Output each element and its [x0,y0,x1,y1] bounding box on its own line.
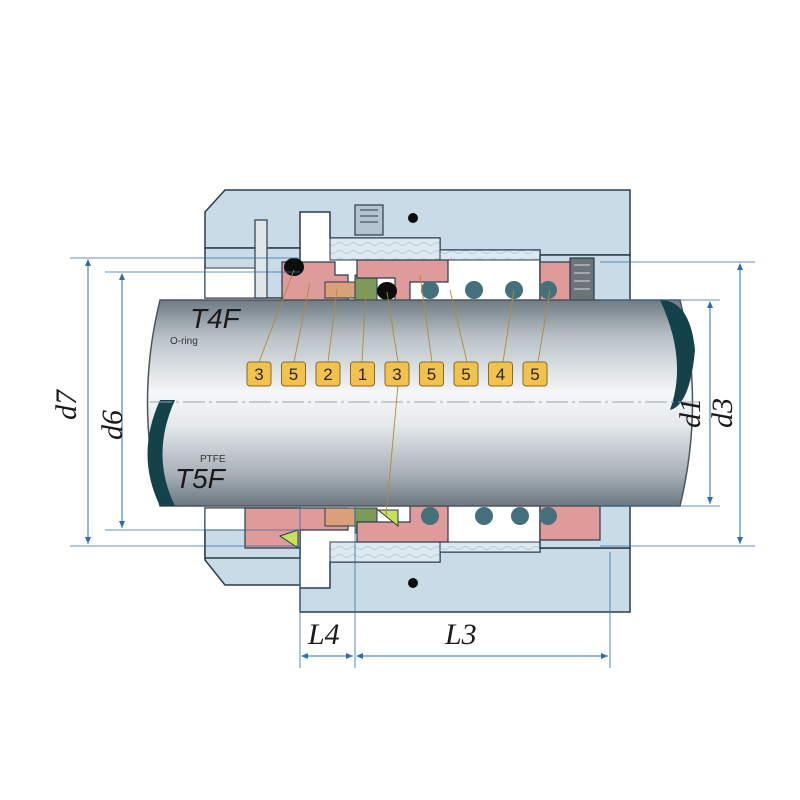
spring-coil [465,281,483,299]
part-number-badge: 4 [488,361,513,387]
part-number-badge: 5 [522,361,548,387]
spacer-bottom [324,507,356,527]
collar-screw-top [569,257,595,301]
housing-top-left-gap [204,267,256,299]
part-number-text: 1 [358,365,367,384]
seat-o-ring-top [284,258,304,276]
housing-bottom-chamber-2 [439,541,541,553]
model-top-label: T4F [190,303,242,334]
dim-d3-label: d3 [706,398,739,428]
dimensions: d7 d6 d1 d3 L4 L3 [50,257,755,668]
ptfe-wedge-face [376,509,399,528]
part-number-badge: 5 [453,361,479,387]
housing-bottom-left-gap [204,507,246,531]
part-number-text: 5 [461,365,470,384]
spring-coil [421,507,439,525]
part-number-text: 2 [323,365,332,384]
part-number-text: 5 [427,365,436,384]
spring-coil [475,507,493,525]
part-number-badge: 1 [350,361,375,387]
housing-bottom-chamber [329,541,441,563]
face-o-ring-top [377,282,397,300]
dim-L3-label: L3 [444,618,477,651]
dim-d7-label: d7 [50,388,83,420]
spring-coil [539,507,557,525]
housing-o-ring-top [408,213,418,223]
material-top-label: O-ring [170,336,198,347]
part-number-text: 5 [530,365,539,384]
material-bottom-label: PTFE [200,454,226,465]
housing-o-ring-bottom [408,578,418,588]
part-number-text: 3 [254,365,263,384]
dim-d1-label: d1 [674,398,707,428]
part-number-text: 4 [496,365,505,384]
shaft-end-right [660,300,695,410]
part-number-badge: 5 [281,361,306,387]
extension-lines [70,257,755,668]
seal-components [244,258,601,549]
housing-top-chamber [329,237,441,261]
leader-lines [258,269,551,517]
model-bottom-label: T5F [175,463,227,494]
spring-coil [421,281,439,299]
housing-top-chamber-2 [439,249,541,261]
spring-coil [539,281,557,299]
spacer-top [324,281,356,299]
model-labels: T4F O-ring PTFE T5F [170,303,242,494]
spring-coil [511,507,529,525]
part-number-badge: 3 [246,361,272,387]
dim-d6-label: d6 [96,410,129,440]
part-number-badge: 3 [384,361,410,387]
part-number-badge: 5 [419,361,444,387]
shaft-end-left [147,400,175,506]
dim-L4-label: L4 [307,618,340,651]
shaft [146,299,700,507]
part-number-badge: 2 [315,361,341,387]
part-number-text: 3 [392,365,401,384]
pin [254,219,268,299]
ptfe-wedge-left [278,529,299,549]
part-number-badges: 3 5 2 1 3 5 5 4 5 [246,361,548,387]
part-number-text: 5 [289,365,298,384]
